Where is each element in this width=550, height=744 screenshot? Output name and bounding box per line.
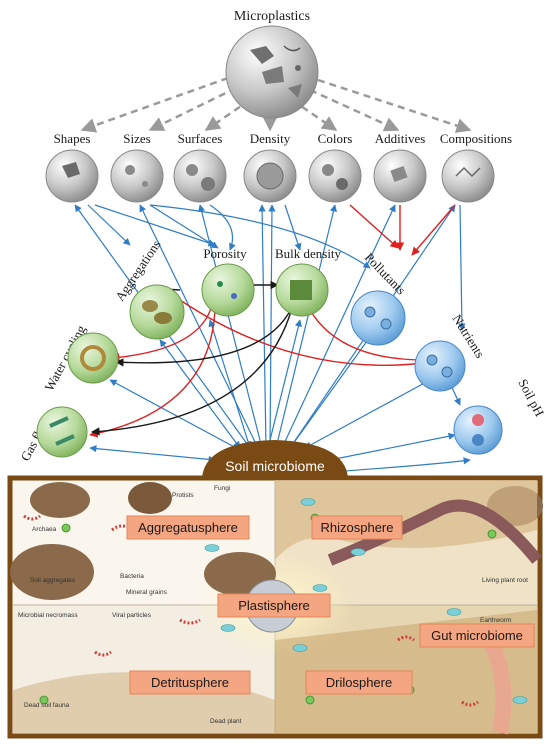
living-plant-root-label: Living plant root bbox=[482, 577, 528, 584]
colors-node: Colors bbox=[308, 131, 362, 203]
soil-aggregates-label: Soil aggregates bbox=[30, 577, 76, 584]
properties-row: Shapes Sizes Surfaces Density Colors bbox=[45, 131, 512, 203]
viral-particles-label: Viral particles bbox=[112, 612, 152, 619]
microplastics-node: Microplastics bbox=[225, 9, 319, 119]
density-label: Density bbox=[250, 131, 291, 146]
bacteria-label: Bacteria bbox=[120, 573, 144, 580]
shapes-node: Shapes bbox=[45, 131, 99, 203]
soil-ph-label: Soil pH bbox=[515, 376, 547, 418]
aggregatusphere-label: Aggregatusphere bbox=[138, 520, 238, 535]
additives-label: Additives bbox=[375, 131, 426, 146]
microbiome-panel: Archaea Protists Fungi Bacteria Soil agg… bbox=[7, 475, 543, 739]
water-cycling-node: Water cycling bbox=[41, 322, 119, 393]
shapes-label: Shapes bbox=[54, 131, 91, 146]
aggregations-node: Aggregations bbox=[112, 237, 185, 340]
microbial-necromass-label: Microbial necromass bbox=[18, 612, 78, 619]
porosity-node: Porosity bbox=[201, 246, 255, 317]
surfaces-label: Surfaces bbox=[178, 131, 223, 146]
gas-fluxes-node: Gas fluxes bbox=[17, 406, 88, 463]
soil-microbiome-hub: Soil microbiome bbox=[202, 440, 348, 478]
detritusphere-label: Detritusphere bbox=[151, 675, 229, 690]
pollutants-node: Pollutants bbox=[350, 250, 409, 346]
colors-label: Colors bbox=[318, 131, 353, 146]
protists-label: Protists bbox=[172, 492, 194, 499]
mineral-grains-label: Mineral grains bbox=[126, 589, 168, 596]
dashed-arrows bbox=[80, 76, 472, 133]
drilosphere-label: Drilosphere bbox=[326, 675, 392, 690]
bulk-density-label: Bulk density bbox=[275, 246, 342, 261]
microplastics-label: Microplastics bbox=[234, 9, 310, 24]
bulk-density-node: Bulk density bbox=[275, 246, 342, 317]
surfaces-node: Surfaces bbox=[173, 131, 227, 203]
fungi-label: Fungi bbox=[214, 485, 230, 492]
sizes-node: Sizes bbox=[110, 131, 164, 203]
red-arrows bbox=[89, 204, 456, 438]
soil-microbiome-label: Soil microbiome bbox=[225, 458, 325, 474]
dead-plant-label: Dead plant bbox=[210, 718, 242, 725]
blue-arrows bbox=[74, 204, 471, 473]
compositions-label: Compositions bbox=[440, 131, 512, 146]
gut-microbiome-label: Gut microbiome bbox=[431, 628, 523, 643]
density-node: Density bbox=[243, 131, 297, 203]
plastisphere-label: Plastisphere bbox=[238, 598, 310, 613]
rhizosphere-label: Rhizosphere bbox=[321, 520, 394, 535]
nutrients-node: Nutrients bbox=[414, 312, 488, 392]
additives-node: Additives bbox=[373, 131, 427, 203]
dead-soil-fauna-label: Dead soil fauna bbox=[24, 702, 70, 709]
sizes-label: Sizes bbox=[123, 131, 150, 146]
pollutants-label: Pollutants bbox=[362, 250, 409, 298]
archaea-label: Archaea bbox=[32, 526, 57, 533]
porosity-label: Porosity bbox=[203, 246, 247, 261]
soil-ph-node: Soil pH bbox=[453, 376, 547, 455]
compositions-node: Compositions bbox=[440, 131, 512, 203]
earthworm-label: Earthworm bbox=[480, 617, 511, 624]
